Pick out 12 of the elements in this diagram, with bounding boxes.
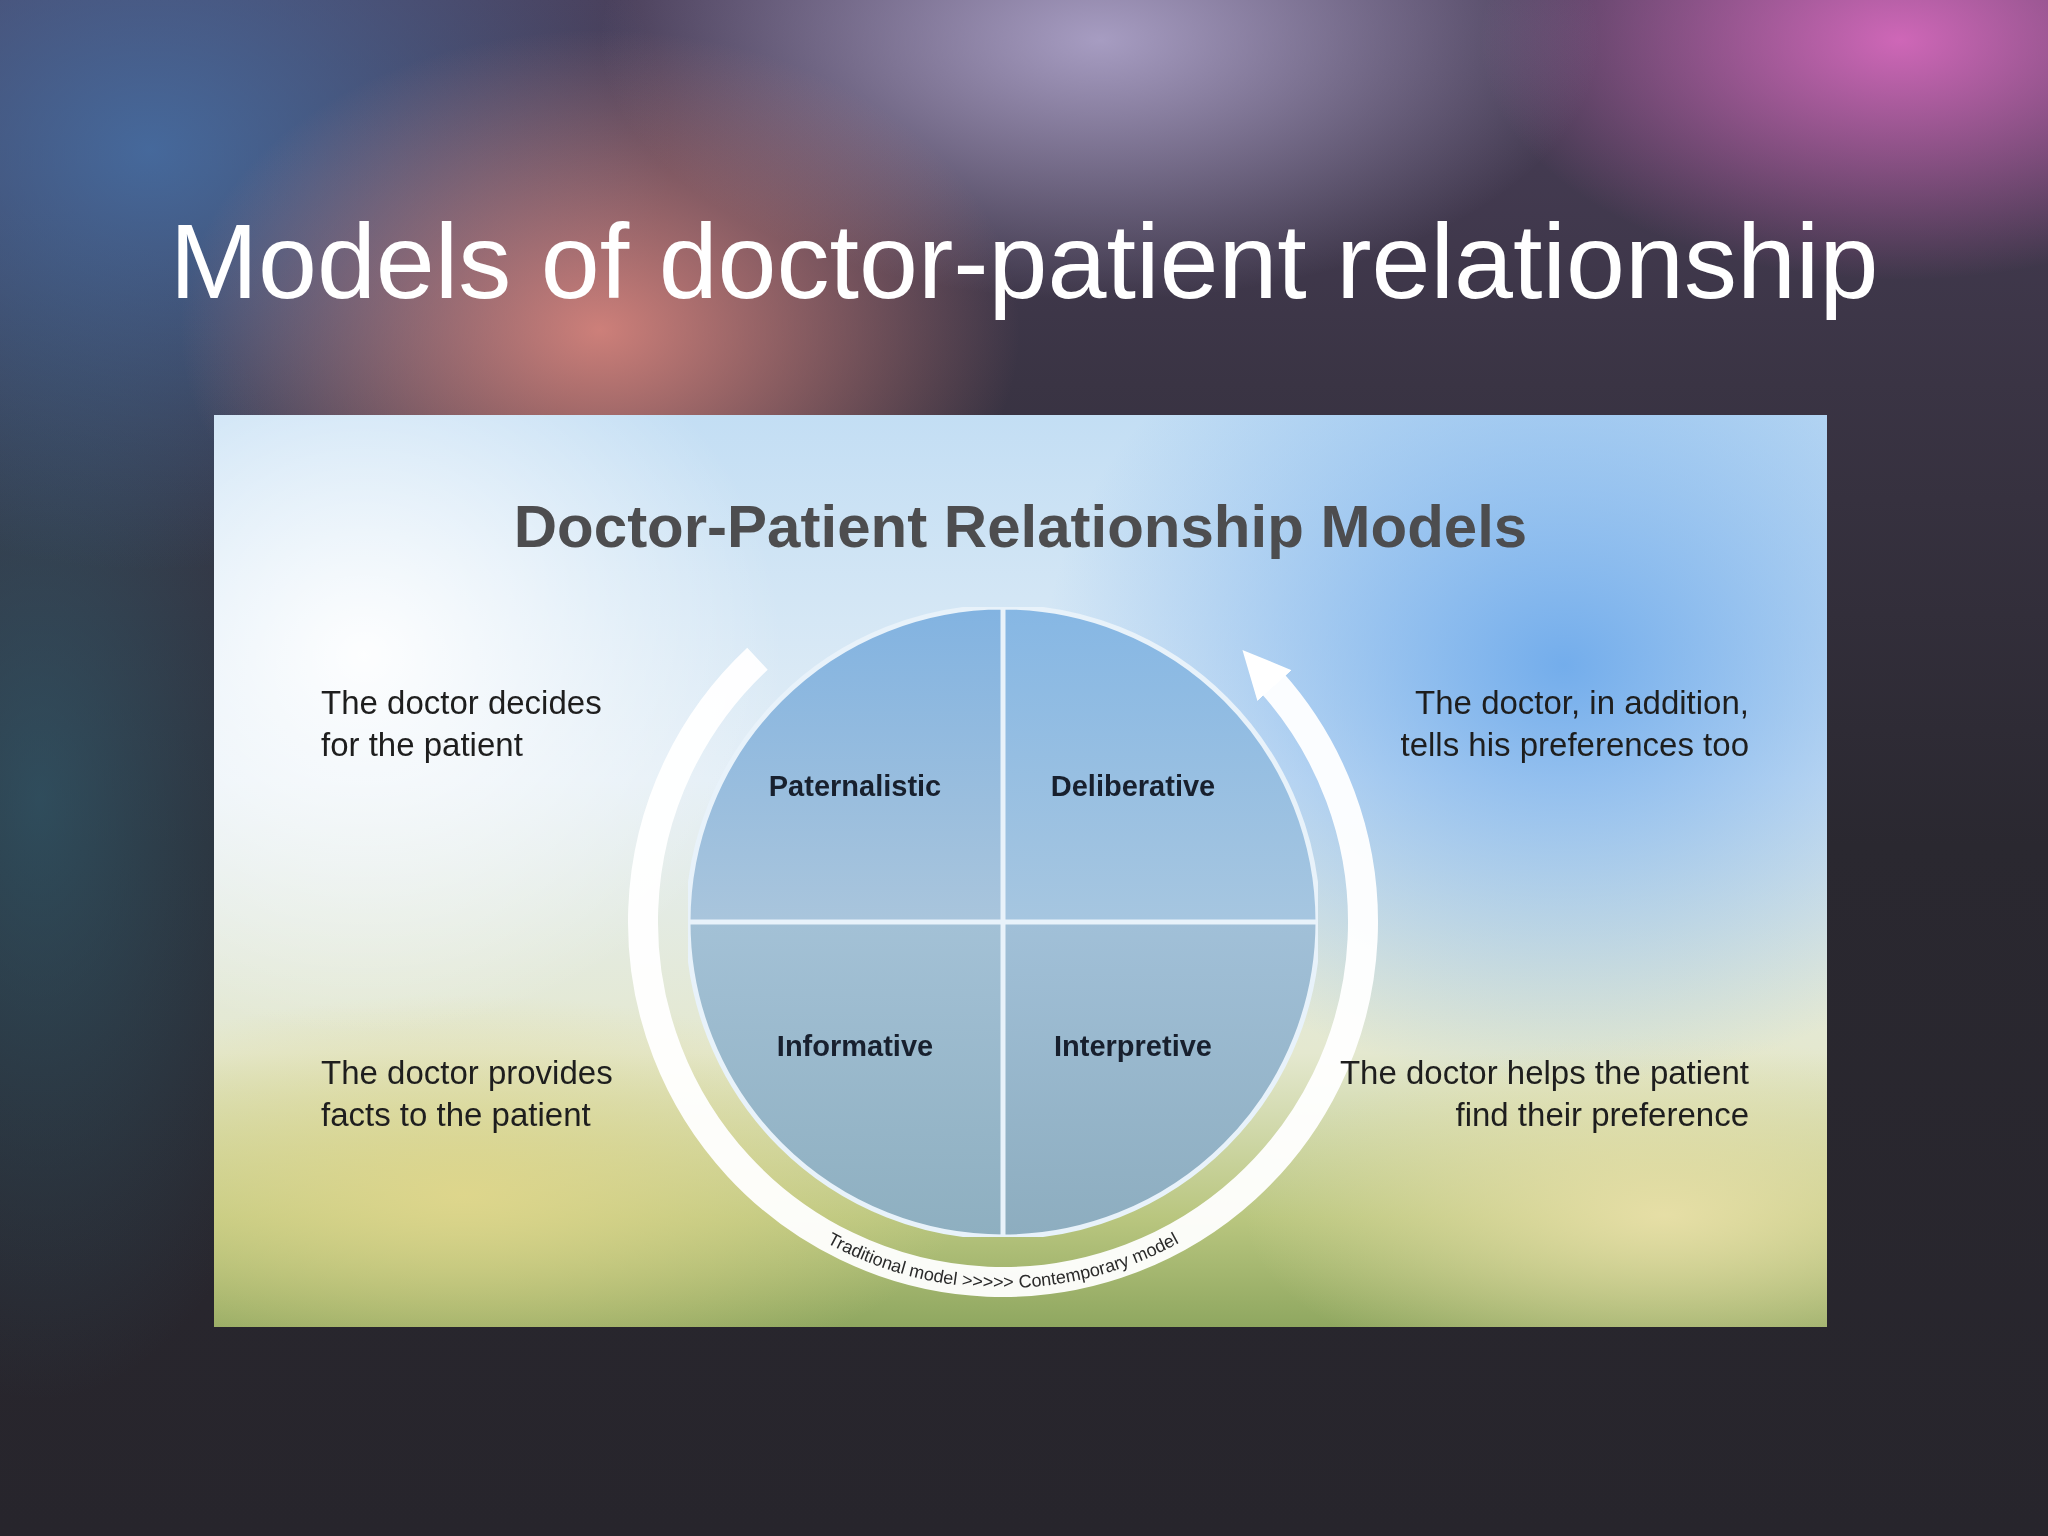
quadrant-sector [1003, 607, 1318, 922]
model-name: Informative [776, 1029, 934, 1063]
model-description: The doctor, in addition, tells his preferences too [1399, 683, 1749, 765]
model-name: Paternalistic [768, 769, 942, 803]
model-name: Deliberative [1050, 769, 1216, 803]
slide-title: Models of doctor-patient relationship [168, 201, 1880, 322]
model-description: The doctor helps the patient find their preference [1338, 1053, 1749, 1135]
panel-heading: Doctor-Patient Relationship Models [512, 492, 1529, 562]
quadrant-sector [688, 607, 1003, 922]
model-name: Interpretive [1054, 1029, 1212, 1063]
model-description: The doctor provides facts to the patient [321, 1053, 614, 1135]
model-description: The doctor decides for the patient [321, 683, 603, 765]
